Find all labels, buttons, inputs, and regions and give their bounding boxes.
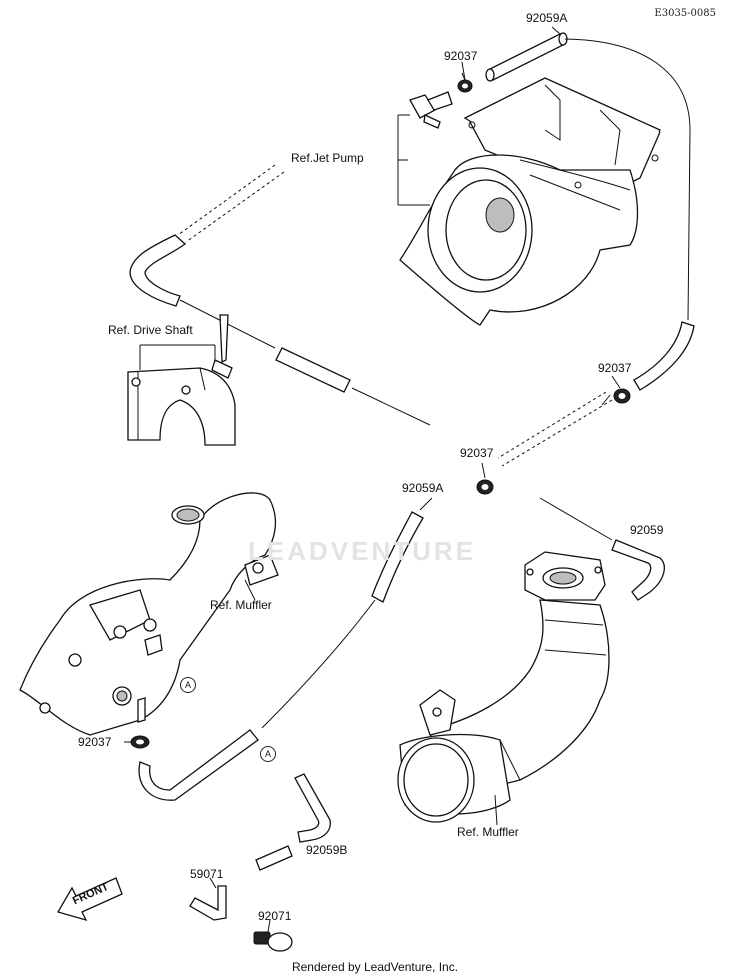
clamp-92037-top (457, 72, 473, 93)
dashed-pipe-left (177, 164, 285, 243)
label-92071: 92071 (258, 909, 292, 923)
jet-pump-illustration (399, 77, 661, 326)
ref-drive-shaft-bracket (139, 344, 216, 370)
label-92037-left: 92037 (78, 735, 112, 749)
hose-route-line (564, 38, 691, 321)
muffler-right-illustration (397, 551, 610, 823)
front-arrow (57, 877, 123, 922)
leader-92037-mid (481, 462, 486, 479)
label-ref-drive-shaft: Ref. Drive Shaft (108, 323, 193, 337)
hose-92059b-short (255, 845, 293, 871)
clamp-92037-mid (476, 479, 494, 495)
hose-92059b (294, 773, 331, 843)
clamp-92037-right (613, 388, 631, 404)
footer-credit: Rendered by LeadVenture, Inc. (291, 960, 459, 974)
leader-59071 (209, 877, 217, 889)
diagram-code: E3035-0085 (654, 8, 716, 19)
hose-left-upper (129, 234, 187, 307)
leader-92071 (267, 919, 271, 933)
label-92037-right: 92037 (598, 361, 632, 375)
leader-92037-top (461, 61, 466, 81)
label-92059a-mid: 92059A (402, 481, 444, 495)
drive-shaft-bracket (127, 314, 236, 446)
hose-92059 (611, 539, 665, 601)
callout-a-1: A (180, 677, 196, 693)
ref-muffler-right-leader (494, 794, 498, 826)
ref-jet-pump-bracket (397, 114, 430, 206)
cap-92071 (253, 931, 293, 952)
hose-route-line-lower (261, 599, 376, 729)
hose-right-curved (633, 321, 695, 391)
leader-92037-right (611, 375, 621, 389)
hose-92059a-top (487, 33, 566, 81)
label-ref-jet-pump: Ref.Jet Pump (291, 151, 364, 165)
hose-short-middle (275, 347, 351, 393)
label-92037-mid: 92037 (460, 446, 494, 460)
label-92059a-top: 92059A (526, 11, 568, 25)
watermark: LEADVENTURE (248, 536, 477, 566)
ref-muffler-left-leader (244, 579, 256, 601)
label-92037-top: 92037 (444, 49, 478, 63)
hose-bottom-left (138, 729, 259, 801)
muffler-left-illustration (19, 492, 279, 736)
hose-92059-leader (539, 497, 613, 541)
label-92059: 92059 (630, 523, 664, 537)
clamp-92037-left (130, 735, 150, 749)
callout-a-2: A (260, 746, 276, 762)
label-92059b: 92059B (306, 843, 348, 857)
label-ref-muffler-left: Ref. Muffler (210, 598, 272, 612)
label-59071: 59071 (190, 867, 224, 881)
elbow-59071 (189, 885, 227, 921)
hose-92059a-mid (371, 511, 424, 603)
label-ref-muffler-right: Ref. Muffler (457, 825, 519, 839)
